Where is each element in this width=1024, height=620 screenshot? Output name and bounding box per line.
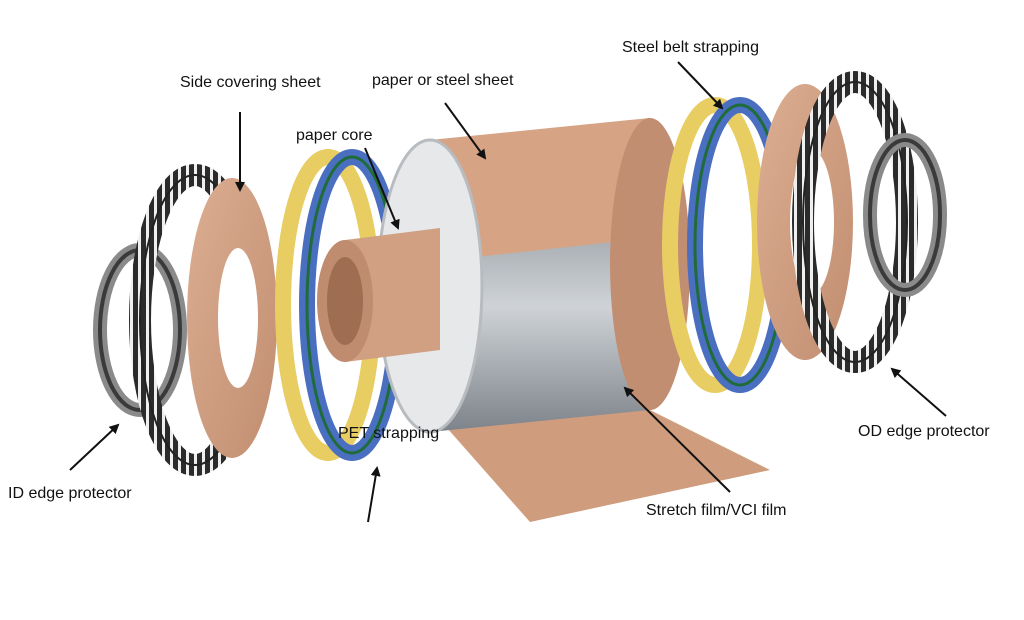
label-steel-belt-strapping: Steel belt strapping: [622, 39, 759, 56]
label-pet-strapping: PET strapping: [338, 425, 440, 442]
coil-body: [376, 118, 690, 434]
arrow-od-edge: [890, 367, 947, 417]
arrow-pet-strapping: [367, 466, 381, 523]
label-side-covering-sheet: Side covering sheet: [180, 74, 321, 91]
label-od-edge-protector: OD edge protector: [858, 423, 990, 440]
od-edge-protector: [792, 71, 918, 373]
arrow-paper-sheet: [444, 102, 487, 160]
label-id-edge-protector: ID edge protector: [8, 485, 132, 502]
right-id-edge-protector: [863, 133, 947, 297]
label-paper-or-steel-sheet: paper or steel sheet: [372, 72, 514, 89]
arrow-steel-belt: [677, 61, 724, 110]
pointer-arrows: [69, 61, 947, 523]
arrow-stretch-film: [623, 386, 731, 493]
label-paper-core: paper core: [296, 127, 373, 144]
paper-core: [317, 228, 440, 362]
arrow-id-edge: [69, 423, 120, 471]
left-side-covering-sheet: [187, 178, 277, 458]
label-stretch-film: Stretch film/VCI film: [646, 502, 787, 519]
unrolled-sheet: [440, 395, 770, 522]
arrow-paper-core: [364, 147, 400, 230]
